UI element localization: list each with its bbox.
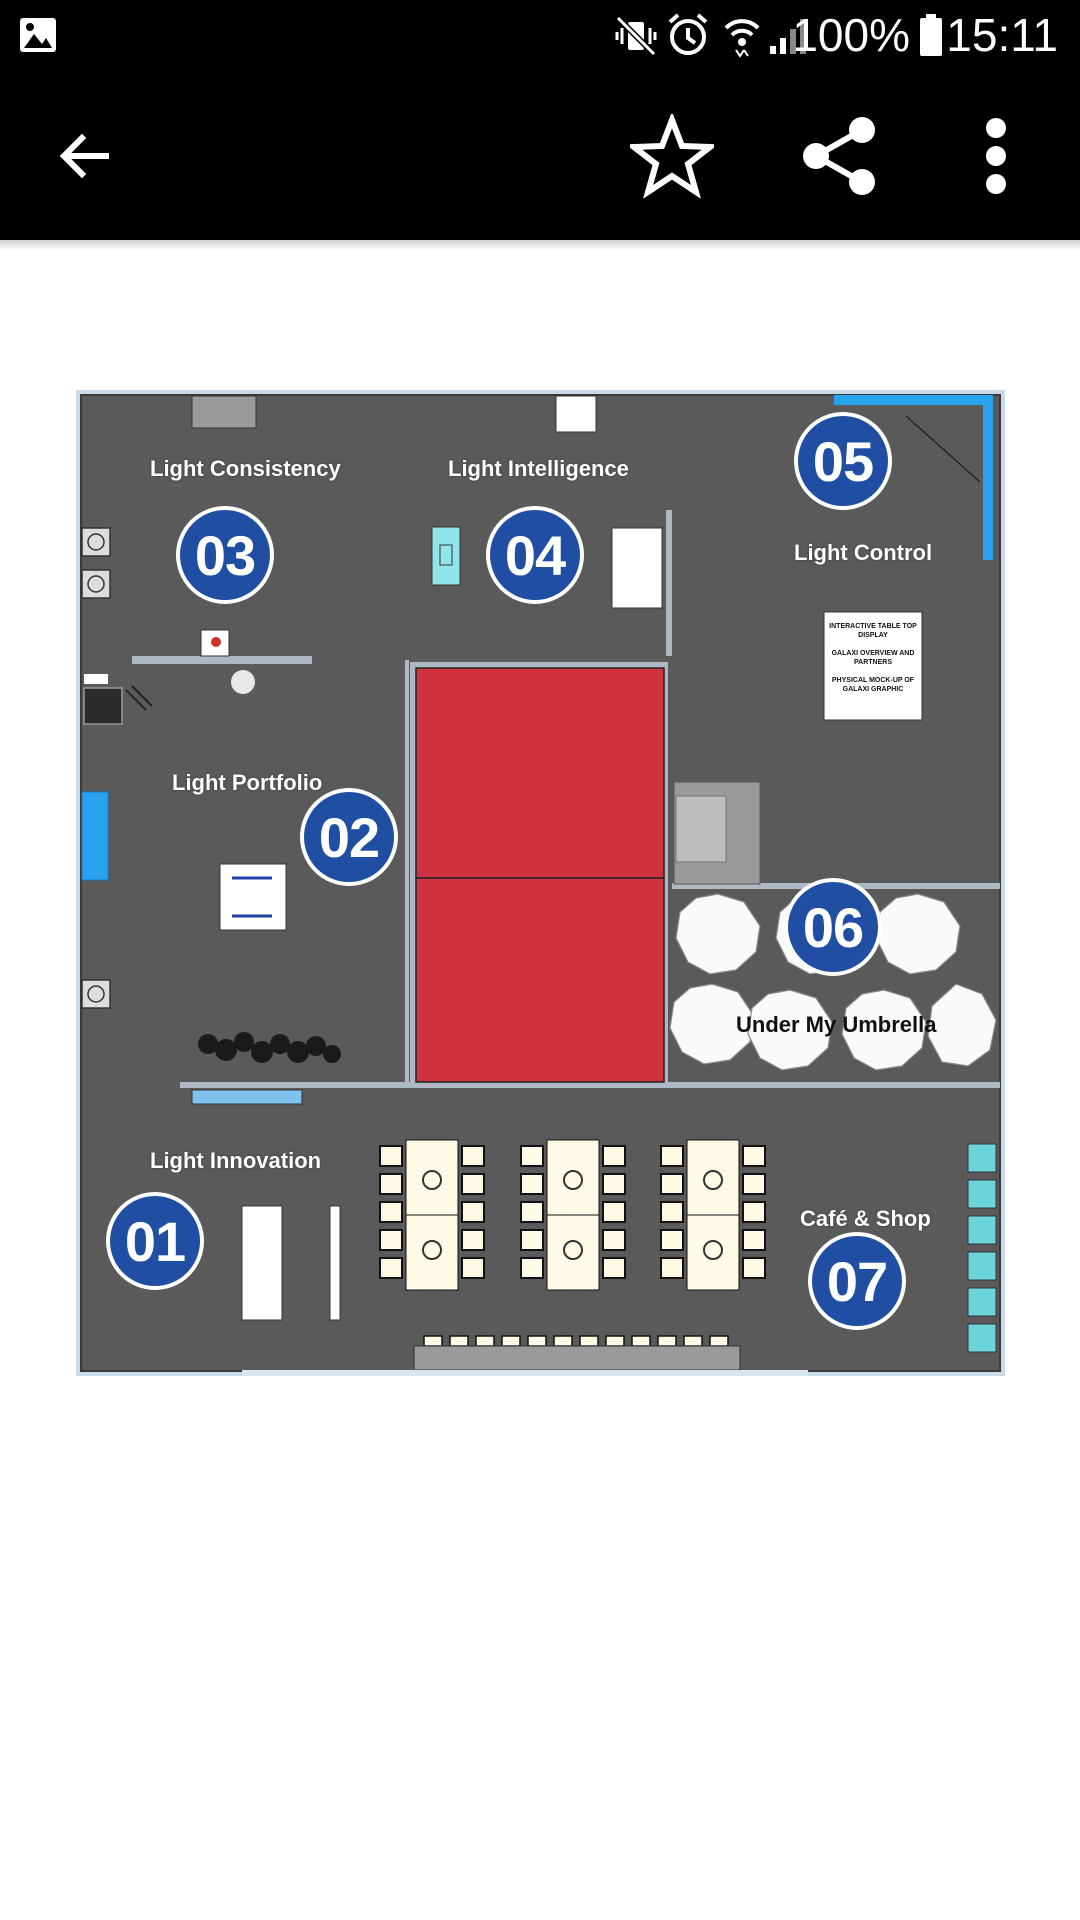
wifi-icon: [724, 19, 760, 58]
status-bar: 100% 15:11: [0, 0, 1080, 72]
signal-icon: [770, 19, 806, 54]
more-vert-icon: [986, 118, 1006, 194]
zone-01-badge: 01: [106, 1192, 204, 1290]
app-bar: [0, 72, 1080, 240]
zone-03-badge: 03: [176, 506, 274, 604]
interactive-table-sign: INTERACTIVE TABLE TOP DISPLAY GALAXI OVE…: [829, 623, 917, 693]
favorite-button[interactable]: [612, 72, 732, 240]
zone-04-label: Light Intelligence: [448, 456, 629, 481]
more-options-button[interactable]: [936, 72, 1056, 240]
image-notification-icon: [20, 18, 56, 52]
share-icon: [803, 117, 875, 195]
zone-05-label: Light Control: [794, 540, 933, 565]
zone-01-label: Light Innovation: [150, 1148, 322, 1173]
zone-02-badge: 02: [300, 788, 398, 886]
zone-06-badge: 06: [784, 878, 882, 976]
battery-percent: 100%: [792, 9, 910, 61]
back-button[interactable]: [24, 72, 144, 240]
zone-04-badge: 04: [486, 506, 584, 604]
zone-05-badge: 05: [794, 412, 892, 510]
zone-07-label: Café & Shop: [800, 1206, 931, 1231]
floor-plan-image[interactable]: INTERACTIVE TABLE TOP DISPLAY GALAXI OVE…: [76, 390, 1005, 1376]
zone-06-label: Under My Umbrella: [736, 1012, 937, 1037]
zone-02-label: Light Portfolio: [172, 770, 323, 795]
alarm-icon: [668, 13, 708, 55]
zone-03-label: Light Consistency: [150, 456, 341, 481]
star-outline-icon: [630, 114, 714, 198]
battery-icon: [920, 14, 942, 56]
share-button[interactable]: [780, 72, 900, 240]
arrow-back-icon: [59, 133, 109, 179]
vibrate-mute-icon: [615, 15, 657, 57]
status-time: 15:11: [946, 9, 1058, 61]
zone-07-badge: 07: [808, 1232, 906, 1330]
toolbar-shadow: [0, 240, 1080, 250]
